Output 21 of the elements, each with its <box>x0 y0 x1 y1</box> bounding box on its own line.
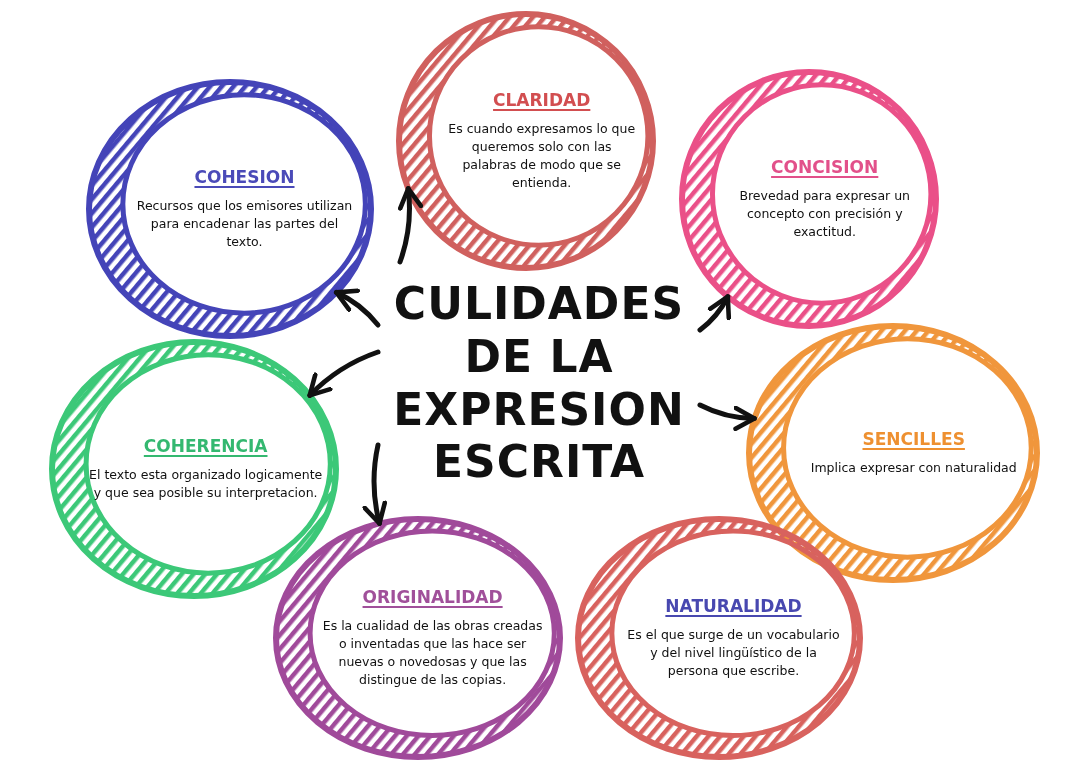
circle-heading: COHESION <box>194 166 295 187</box>
circle-heading: COHERENCIA <box>143 435 268 456</box>
circle-heading: CLARIDAD <box>493 89 591 110</box>
definition-text: Es la cualidad de las obras creadas o inventadas que las hace ser nuevas o novedosas y que las distingue de las copias. <box>321 616 544 690</box>
arrow <box>333 288 381 328</box>
definition-text: Es cuando expresamos lo que queremos solo con las palabras de modo que se entienda. <box>447 119 636 193</box>
arrow <box>697 402 757 431</box>
definition-text: El texto esta organizado logicamente y que sea posible su interpretacion. <box>88 465 323 502</box>
arrow <box>362 442 388 526</box>
definition-text: Implica expresar con naturalidad <box>810 458 1017 477</box>
arrow <box>397 186 423 265</box>
circle-heading: CONCISION <box>771 156 879 177</box>
central-title: CULIDADES DE LA EXPRESION ESCRITA <box>392 277 686 490</box>
definition-text: Es el que surge de un vocabulario y del nivel lingüístico de la persona que escribe. <box>626 625 841 681</box>
definition-text: Recursos que los emisores utilizan para encadenar las partes del texto. <box>135 196 354 252</box>
circle-heading: ORIGINALIDAD <box>362 586 503 607</box>
circle-heading: SENCILLES <box>862 428 965 449</box>
arrow <box>307 349 381 398</box>
circle-heading: NATURALIDAD <box>665 595 802 616</box>
definition-text: Brevedad para expresar un concepto con precisión y exactitud. <box>738 186 911 242</box>
arrow <box>697 294 731 333</box>
